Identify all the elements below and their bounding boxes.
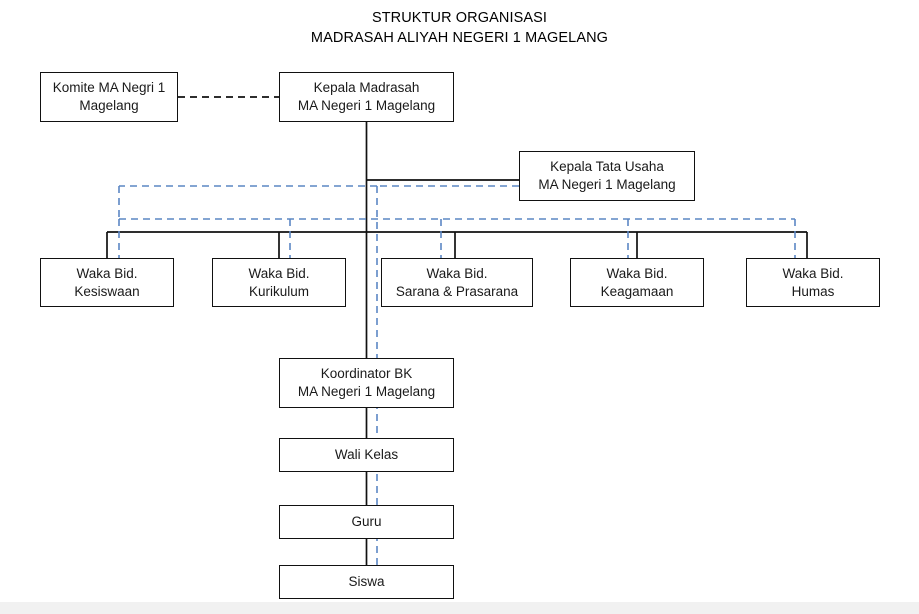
- node-guru-label: Guru: [351, 514, 382, 529]
- node-waka-humas-line-1: Waka Bid.: [782, 265, 844, 281]
- node-waka-keagamaan[interactable]: Waka Bid. Keagamaan: [570, 258, 704, 307]
- node-kepala-tata-usaha-line-1: Kepala Tata Usaha: [550, 159, 664, 174]
- node-waka-sarana-prasarana-line-2: Sarana & Prasarana: [395, 283, 519, 299]
- node-komite-line-2: Magelang: [79, 98, 139, 113]
- node-komite[interactable]: Komite MA Negri 1 Magelang: [40, 72, 178, 122]
- node-waka-kurikulum-line-2: Kurikulum: [248, 283, 310, 299]
- node-waka-keagamaan-line-1: Waka Bid.: [606, 265, 668, 281]
- node-koordinator-bk-line-2: MA Negeri 1 Magelang: [297, 384, 436, 399]
- node-guru[interactable]: Guru: [279, 505, 454, 539]
- node-kepala-madrasah[interactable]: Kepala Madrasah MA Negeri 1 Magelang: [279, 72, 454, 122]
- node-koordinator-bk-line-1: Koordinator BK: [320, 366, 413, 381]
- chart-title: STRUKTUR ORGANISASI MADRASAH ALIYAH NEGE…: [0, 8, 919, 48]
- node-waka-keagamaan-line-2: Keagamaan: [600, 283, 674, 299]
- node-kepala-madrasah-line-2: MA Negeri 1 Magelang: [297, 98, 436, 113]
- node-siswa-label: Siswa: [348, 574, 385, 589]
- node-wali-kelas-label: Wali Kelas: [334, 447, 399, 462]
- node-siswa[interactable]: Siswa: [279, 565, 454, 599]
- node-waka-sarana-prasarana-line-1: Waka Bid.: [426, 265, 488, 281]
- title-line-1: STRUKTUR ORGANISASI: [371, 10, 548, 26]
- node-kepala-madrasah-line-1: Kepala Madrasah: [313, 80, 420, 95]
- node-waka-kesiswaan-line-2: Kesiswaan: [74, 283, 140, 299]
- node-kepala-tata-usaha[interactable]: Kepala Tata Usaha MA Negeri 1 Magelang: [519, 151, 695, 201]
- node-waka-kurikulum-line-1: Waka Bid.: [248, 265, 310, 281]
- node-waka-kesiswaan-line-1: Waka Bid.: [76, 265, 138, 281]
- node-waka-humas-line-2: Humas: [791, 283, 835, 299]
- node-waka-sarana-prasarana[interactable]: Waka Bid. Sarana & Prasarana: [381, 258, 533, 307]
- node-koordinator-bk[interactable]: Koordinator BK MA Negeri 1 Magelang: [279, 358, 454, 408]
- node-kepala-tata-usaha-line-2: MA Negeri 1 Magelang: [538, 177, 676, 192]
- title-line-2: MADRASAH ALIYAH NEGERI 1 MAGELANG: [310, 30, 609, 46]
- node-komite-line-1: Komite MA Negri 1: [52, 80, 166, 95]
- node-waka-humas[interactable]: Waka Bid. Humas: [746, 258, 880, 307]
- node-waka-kurikulum[interactable]: Waka Bid. Kurikulum: [212, 258, 346, 307]
- footer-strip: [0, 602, 919, 614]
- node-wali-kelas[interactable]: Wali Kelas: [279, 438, 454, 472]
- node-waka-kesiswaan[interactable]: Waka Bid. Kesiswaan: [40, 258, 174, 307]
